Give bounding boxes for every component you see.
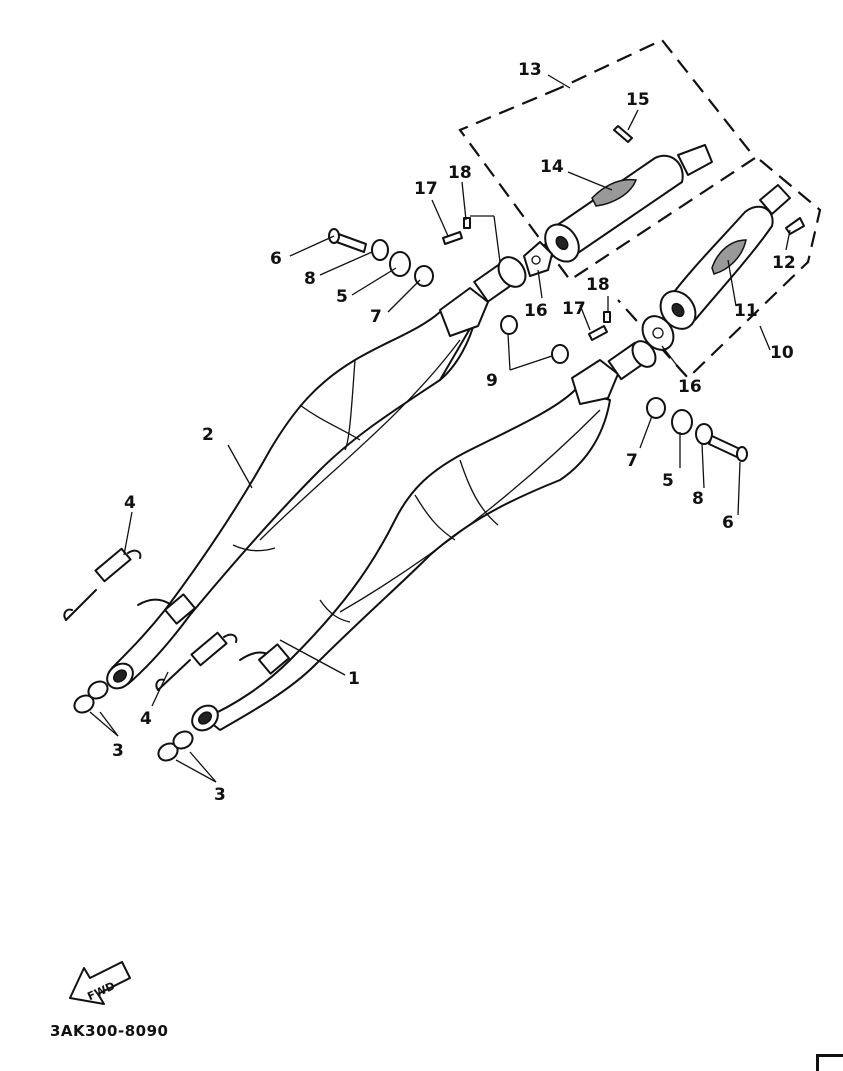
expansion-chamber-right — [191, 389, 611, 732]
orings-3-right — [157, 730, 194, 762]
callouts: 1 2 3 3 4 4 5 5 6 6 7 7 8 8 9 10 11 12 1… — [112, 60, 796, 805]
callout-10: 10 — [770, 343, 794, 363]
callout-3-left: 3 — [112, 741, 124, 761]
nut-9-lower — [551, 344, 569, 364]
callout-2: 2 — [202, 425, 214, 445]
silencer-11 — [659, 184, 791, 330]
figure-code: 3AK300-8090 — [50, 1022, 169, 1040]
clip-18-upper — [463, 217, 471, 229]
callout-5-left: 5 — [336, 287, 348, 307]
collar-7-right — [646, 397, 666, 419]
washer-8-left — [371, 239, 389, 261]
callout-8-right: 8 — [692, 489, 704, 509]
screw-17-upper — [442, 231, 463, 245]
callout-5-right: 5 — [662, 471, 674, 491]
callout-8-left: 8 — [304, 269, 316, 289]
right-pipe-flange — [571, 340, 657, 405]
clip-18-lower — [603, 311, 611, 323]
callout-4-right: 4 — [140, 709, 152, 729]
callout-14: 14 — [540, 157, 564, 177]
orings-3-left — [73, 680, 109, 714]
callout-7-left: 7 — [370, 307, 382, 327]
washer-8-right — [695, 423, 713, 445]
callout-3-right: 3 — [214, 785, 226, 805]
assembly-13-boundary — [458, 38, 757, 282]
callout-12: 12 — [772, 253, 796, 273]
callout-1: 1 — [348, 669, 360, 689]
callout-11: 11 — [734, 301, 758, 321]
callout-18-lower: 18 — [586, 275, 610, 295]
grommet-5-left — [389, 251, 411, 277]
callout-6-left: 6 — [270, 249, 282, 269]
assembly-10-boundary — [617, 159, 822, 380]
callout-9: 9 — [486, 371, 498, 391]
callout-18-upper: 18 — [448, 163, 472, 183]
bolt-6-left — [328, 228, 367, 253]
clip-12 — [785, 217, 805, 235]
leader-lines — [89, 74, 791, 783]
left-pipe-flange — [439, 256, 527, 337]
gasket-16-upper — [523, 241, 553, 277]
screw-17-lower — [588, 325, 608, 341]
grommet-5-right — [671, 409, 693, 435]
callout-16-upper: 16 — [524, 301, 548, 321]
rivet-15 — [613, 125, 633, 143]
spring-4-left — [63, 547, 142, 621]
callout-15: 15 — [626, 90, 650, 110]
callout-4-left: 4 — [124, 493, 136, 513]
silencer-14 — [544, 144, 713, 263]
spring-4-right — [155, 631, 238, 691]
callout-17-lower: 17 — [562, 299, 586, 319]
callout-16-lower: 16 — [678, 377, 702, 397]
nut-9-upper — [500, 315, 518, 335]
fwd-arrow-icon: FWD — [69, 961, 131, 1005]
bolt-6-right — [708, 435, 748, 462]
gasket-16-lower — [641, 315, 675, 351]
callout-6-right: 6 — [722, 513, 734, 533]
callout-7-right: 7 — [626, 451, 638, 471]
expansion-chamber-left — [106, 311, 476, 690]
callout-17-upper: 17 — [414, 179, 438, 199]
callout-13: 13 — [518, 60, 542, 80]
corner-mark — [816, 1054, 843, 1071]
